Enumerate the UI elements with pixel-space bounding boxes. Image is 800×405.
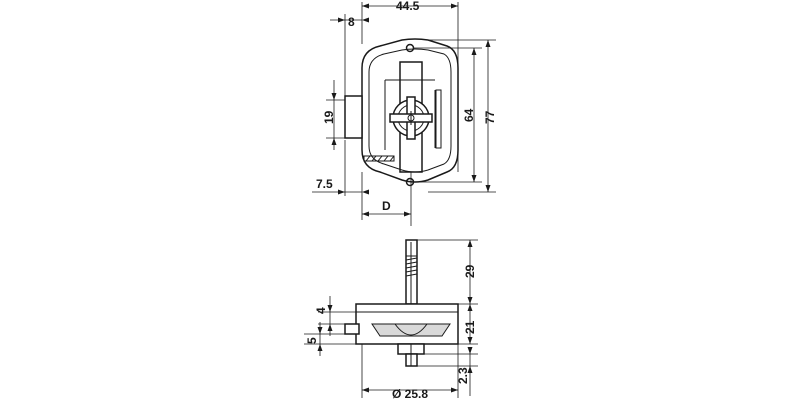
latch-tab bbox=[344, 323, 360, 335]
dim-label-offset-top: 8 bbox=[348, 15, 355, 29]
screw-hole-top bbox=[405, 43, 415, 53]
dimension-offset-bottom: 7.5 bbox=[312, 140, 369, 220]
front-view bbox=[344, 38, 459, 187]
dim-label-flange: 4 bbox=[314, 307, 328, 314]
latch-bolt bbox=[344, 95, 363, 139]
dimension-offset-top: 8 bbox=[330, 14, 369, 96]
dim-label-offset-bottom: 7.5 bbox=[316, 177, 333, 191]
dimension-depth: D bbox=[362, 172, 412, 226]
dim-label-width-overall: 44.5 bbox=[396, 0, 420, 13]
dimension-body-span: 19 bbox=[322, 80, 345, 150]
dimension-flange: 4 bbox=[314, 296, 356, 336]
dimension-width-overall: 44.5 bbox=[361, 0, 459, 56]
dim-label-pin-length: 29 bbox=[463, 264, 477, 278]
dim-label-body-height: 21 bbox=[463, 320, 477, 334]
dim-label-pin-bottom: 2.3 bbox=[456, 367, 470, 384]
side-bar bbox=[435, 89, 442, 149]
dimension-hole-spacing: 64 bbox=[414, 47, 482, 183]
dimension-pin-length: 29 bbox=[417, 239, 478, 305]
dim-label-height-overall: 77 bbox=[483, 110, 497, 124]
dimension-diameter: Ø 25.8 bbox=[361, 344, 459, 401]
dimension-height-overall: 77 bbox=[428, 39, 497, 193]
dim-label-tab: 5 bbox=[305, 337, 319, 344]
dim-label-diameter: Ø 25.8 bbox=[392, 387, 428, 400]
screw-hole-bottom bbox=[405, 177, 415, 187]
dimension-tab: 5 bbox=[304, 322, 356, 356]
housing-inner bbox=[368, 48, 452, 173]
button-face bbox=[371, 323, 451, 337]
dim-label-hole-spacing: 64 bbox=[462, 108, 476, 122]
dimension-body-height: 21 bbox=[458, 304, 478, 345]
base-strip bbox=[363, 155, 395, 162]
dim-label-depth: D bbox=[382, 199, 391, 213]
dim-label-body-span: 19 bbox=[322, 110, 336, 124]
dimension-pin-bottom: 2.3 bbox=[417, 347, 478, 396]
